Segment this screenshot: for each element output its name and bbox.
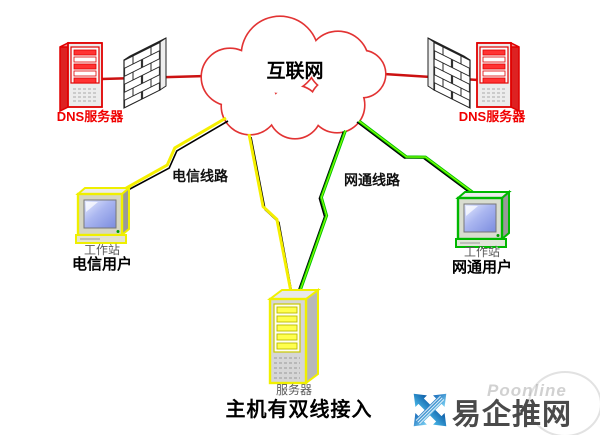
internet-label: 互联网	[266, 61, 324, 82]
workstation-right-icon	[455, 189, 512, 248]
netcom-link-bolt	[297, 119, 480, 293]
telecom-link-bolt	[111, 116, 293, 295]
dns-server-left-icon	[59, 41, 103, 113]
workstation-left-caption: 工作站	[83, 243, 120, 257]
diagram-title: 主机有双线接入	[225, 399, 373, 421]
watermark-stamp-text: Poonline	[487, 381, 567, 400]
host-server-icon	[267, 288, 321, 385]
workstation-left-icon	[75, 185, 132, 244]
watermark-brand-text: 易企推网络	[452, 397, 573, 431]
telecom-line-label: 电信线路	[172, 168, 228, 184]
firewall-left-icon	[123, 37, 167, 109]
netcom-line-label: 网通线路	[344, 172, 400, 188]
firewall-right-icon	[427, 37, 471, 109]
dns-left-label: DNS服务器	[56, 109, 124, 124]
dns-server-right-icon	[476, 41, 520, 113]
workstation-right-caption: 工作站	[463, 245, 500, 259]
dns-right-label: DNS服务器	[458, 109, 526, 124]
telecom-user-label: 电信用户	[71, 256, 132, 273]
server-caption: 服务器	[275, 383, 312, 397]
netcom-user-label: 网通用户	[451, 259, 512, 276]
watermark-stamp-circle	[528, 371, 600, 435]
brand-x-logo-icon	[413, 393, 447, 427]
